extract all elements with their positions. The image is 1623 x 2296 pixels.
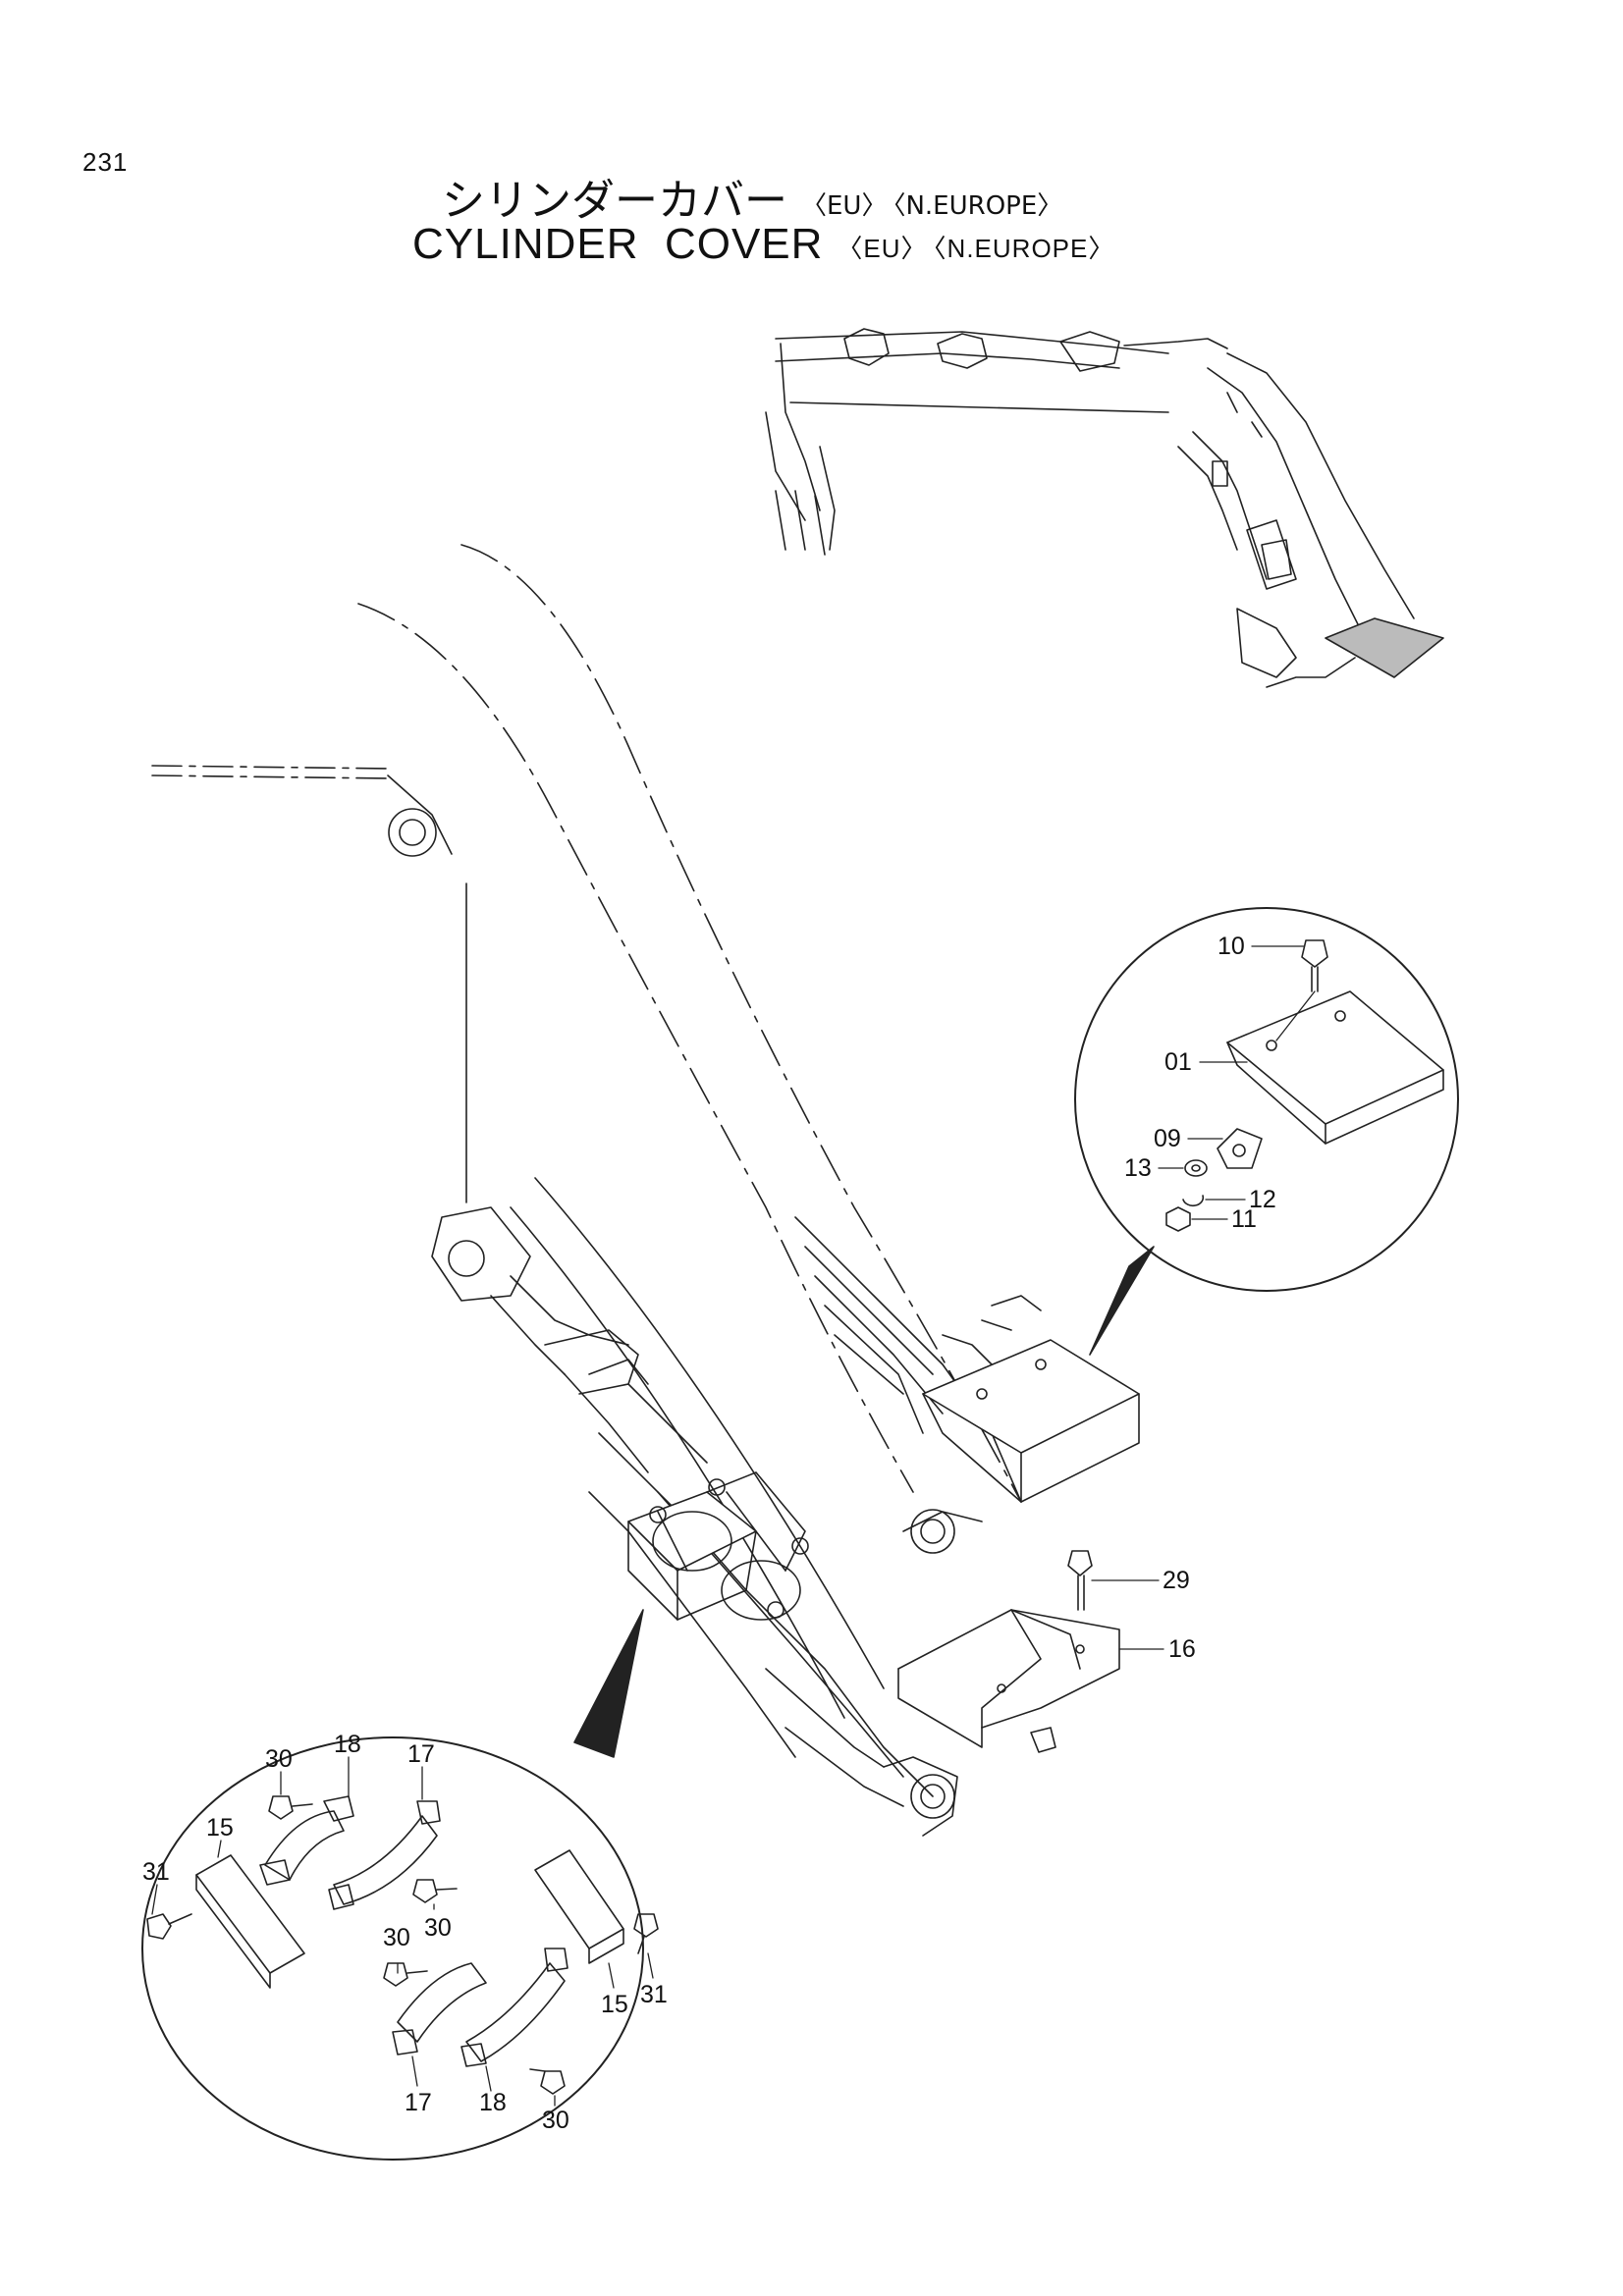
title-en-tag-eu: 〈EU〉 [837, 233, 928, 263]
title-en-main: CYLINDER COVER [412, 220, 824, 268]
callout-01: 01 [1164, 1048, 1192, 1076]
callout-labels: 10 01 09 13 12 11 29 16 30 18 17 15 31 3… [142, 933, 1276, 2134]
title-english: CYLINDER COVER 〈EU〉〈N.EUROPE〉 [412, 220, 1114, 269]
callout-10: 10 [1217, 933, 1245, 960]
callout-09: 09 [1154, 1125, 1181, 1152]
overview-machine-drawing [765, 328, 1444, 688]
callout-30-top-left: 30 [265, 1745, 293, 1773]
lower-detail-circle [141, 1609, 659, 2161]
callout-18-bottom: 18 [479, 2089, 507, 2116]
callout-13: 13 [1124, 1154, 1152, 1182]
callout-11: 11 [1231, 1205, 1257, 1233]
callout-31-left: 31 [142, 1858, 170, 1886]
upper-detail-circle [1074, 907, 1459, 1356]
callout-30-mid-left: 30 [383, 1924, 410, 1951]
leader-lines [151, 945, 1305, 2107]
title-en-tag-neurope: 〈N.EUROPE〉 [933, 233, 1115, 263]
callout-12: 12 [1249, 1186, 1276, 1213]
callout-15-left: 15 [206, 1814, 234, 1842]
main-arm-drawing [151, 544, 1140, 1837]
callout-17-bottom: 17 [405, 2089, 432, 2116]
title-jp-tag-neurope: 〈N.EUROPE〉 [893, 190, 1063, 221]
callout-29: 29 [1163, 1567, 1190, 1594]
callout-30-bottom: 30 [542, 2107, 569, 2134]
callout-17-top: 17 [407, 1740, 435, 1768]
title-jp-main: シリンダーカバー [442, 176, 787, 226]
callout-18-top: 18 [334, 1731, 361, 1758]
page-number: 231 [82, 147, 129, 177]
title-jp-tag-eu: 〈EU〉 [801, 190, 888, 221]
callout-30-mid-right: 30 [424, 1914, 452, 1942]
callout-31-right: 31 [640, 1981, 668, 2008]
title-japanese: シリンダーカバー〈EU〉〈N.EUROPE〉 [442, 165, 1062, 228]
callout-16: 16 [1168, 1635, 1196, 1663]
callout-15-right: 15 [601, 1991, 628, 2018]
